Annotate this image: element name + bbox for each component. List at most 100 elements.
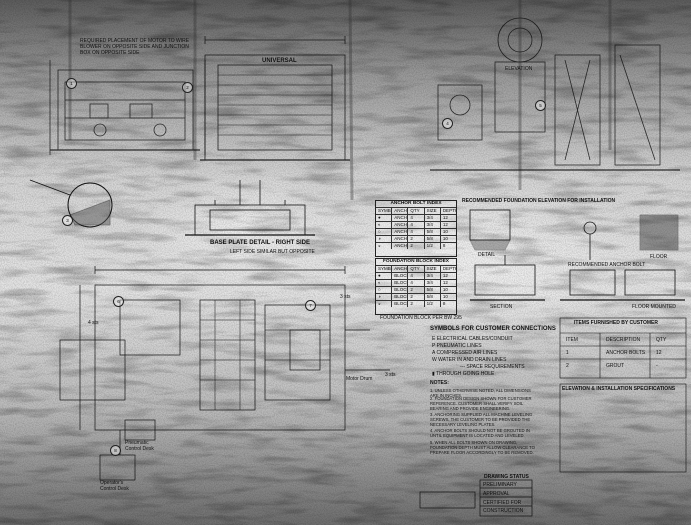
qty-label: 4 sts	[88, 320, 99, 326]
floor-label: FLOOR	[650, 254, 668, 260]
header-cell: SIZE	[423, 208, 440, 214]
table-row: ◑ BLOCK 4 2 5/8 10	[376, 293, 456, 300]
table-cell: ANCHOR BOLT 4	[391, 236, 407, 242]
header-cell: DEPTH	[439, 266, 456, 272]
table-row: ○ BLOCK 3 2 5/8 10	[376, 286, 456, 293]
end-elevation	[430, 17, 680, 171]
table-cell: 4	[407, 222, 423, 228]
table-cell: ○	[378, 287, 381, 292]
callout-circle: 3	[62, 215, 73, 226]
table-cell: 10	[439, 287, 456, 293]
table-cell: 5/8	[423, 287, 440, 293]
recessed-label: RECOMMENDED ANCHOR BOLT	[568, 262, 646, 268]
drawing-status-title: DRAWING STATUS	[484, 474, 529, 480]
callout-circle: 8	[110, 445, 121, 456]
qty-label: 3 sts	[385, 372, 396, 378]
table-cell: 1/2	[423, 301, 440, 307]
callout-circle: 2	[182, 82, 193, 93]
foundation-block-table: FOUNDATION BLOCK INDEX SYMBOL ANCHOR BOL…	[375, 258, 457, 315]
note-item: 5. WHEN ALL BOLTS SHOWN ON DRAWING, FOUN…	[430, 440, 535, 456]
header-cell: QTY	[407, 208, 423, 214]
spec-cell: ANCHOR BOLTS	[606, 350, 646, 356]
detail-label: DETAIL	[478, 252, 496, 258]
notes-title: NOTES:	[430, 380, 449, 386]
header-cell: QTY	[407, 266, 423, 272]
table-row: ◒ BLOCK 5 2 1/2 8	[376, 300, 456, 307]
table-cell: ◒	[378, 301, 381, 306]
table-cell: 4	[407, 229, 423, 235]
table-cell: ◐	[378, 222, 381, 227]
table-cell: BLOCK 4	[391, 294, 407, 300]
table-row: ◒ ANCHOR BOLT 5 2 1/2 8	[376, 242, 456, 249]
status-line: CERTIFIED FOR	[483, 500, 522, 506]
spec-cell: -	[656, 363, 658, 369]
table-cell: 5/8	[423, 294, 440, 300]
table-cell: 12	[439, 215, 456, 221]
table-cell: ANCHOR BOLT 1	[391, 215, 407, 221]
table-cell: ●	[378, 215, 381, 220]
table-cell: 2	[407, 301, 423, 307]
note-item: 2. FOUNDATION DESIGN SHOWN FOR CUSTOMER …	[430, 396, 532, 412]
symbol-item: P PNEUMATIC LINES	[432, 343, 482, 349]
table-cell: 2	[407, 287, 423, 293]
anchor-table-header: SYMBOL ANCHOR BOLT QTY SIZE DEPTH	[376, 207, 456, 214]
specs-title: ELEVATION & INSTALLATION SPECIFICATIONS	[562, 386, 676, 392]
foundation-table-header: SYMBOL ANCHOR BOLT QTY SIZE DEPTH	[376, 265, 456, 272]
table-cell: 12	[439, 280, 456, 286]
table-cell: ANCHOR BOLT 5	[391, 243, 407, 249]
table-cell: 1/2	[423, 243, 440, 249]
callout-circle: 7	[305, 300, 316, 311]
table-row: ● ANCHOR BOLT 1 4 3/4 12	[376, 214, 456, 221]
table-cell: 4	[407, 215, 423, 221]
table-cell: ◑	[378, 294, 381, 299]
symbol-item: W WATER IN AND DRAIN LINES	[432, 357, 507, 363]
status-line: PRELIMINARY	[483, 482, 517, 488]
table-cell: 5/8	[423, 229, 440, 235]
table-cell: 3/4	[423, 215, 440, 221]
spec-cell: 12	[656, 350, 662, 356]
table-cell: ◑	[378, 236, 381, 241]
table-cell: BLOCK 2	[391, 280, 407, 286]
table-cell: ANCHOR BOLT 3	[391, 229, 407, 235]
table-cell: ○	[378, 229, 381, 234]
title-block-lines	[419, 479, 533, 517]
table-cell: 3/4	[423, 273, 440, 279]
header-note: REQUIRED PLACEMENT OF MOTOR TO WIRE BLOW…	[80, 38, 190, 56]
table-row: ○ ANCHOR BOLT 3 4 5/8 10	[376, 228, 456, 235]
table-cell: 10	[439, 236, 456, 242]
table-row: ◑ ANCHOR BOLT 4 2 5/8 10	[376, 235, 456, 242]
spec-cell: 2	[566, 363, 569, 369]
table-cell: 2	[407, 243, 423, 249]
base-plate-detail	[185, 180, 315, 236]
spec-cell: 1	[566, 350, 569, 356]
note-item: 1. UNLESS OTHERWISE NOTED, ALL DIMENSION…	[430, 388, 531, 399]
symbol-item: ▮ THROUGH GOING HOLE	[432, 371, 495, 377]
table-cell: ANCHOR BOLT 2	[391, 222, 407, 228]
table-cell: ◒	[378, 243, 381, 248]
items-customer-title: ITEMS FURNISHED BY CUSTOMER	[574, 320, 658, 326]
symbol-item: --- SPACE REQUIREMENTS	[460, 364, 525, 370]
header-cell: SYMBOL	[378, 208, 391, 213]
table-cell: 8	[439, 301, 456, 307]
spec-cell: GROUT	[606, 363, 625, 369]
pneumatic-label: Pneumatic Control Desk	[125, 440, 154, 452]
symbols-title: SYMBOLS FOR CUSTOMER CONNECTIONS	[430, 326, 556, 332]
table-cell: BLOCK 5	[391, 301, 407, 307]
motor-drum-label: Motor Drum	[346, 376, 373, 382]
spec-cell: DESCRIPTION	[606, 337, 641, 343]
table-cell: 12	[439, 273, 456, 279]
callout-circle: 5	[535, 100, 546, 111]
table-cell: 10	[439, 229, 456, 235]
header-cell: DEPTH	[439, 208, 456, 214]
table-cell: 5/8	[423, 236, 440, 242]
callout-circle: 6	[113, 296, 124, 307]
foundation-sections	[469, 209, 545, 301]
spec-cell: QTY	[656, 337, 667, 343]
table-cell: 8	[439, 243, 456, 249]
blower-drum	[200, 36, 350, 161]
blower-elevation	[49, 60, 206, 155]
note-item: 3. ANCHORING SUPPLIED ALL MACHINE LEVELI…	[430, 412, 533, 428]
symbol-item: E ELECTRICAL CABLES/CONDUIT	[432, 336, 513, 342]
recommended-title: RECOMMENDED FOUNDATION ELEVATION FOR INS…	[462, 198, 616, 204]
table-cell: ◐	[378, 280, 381, 285]
